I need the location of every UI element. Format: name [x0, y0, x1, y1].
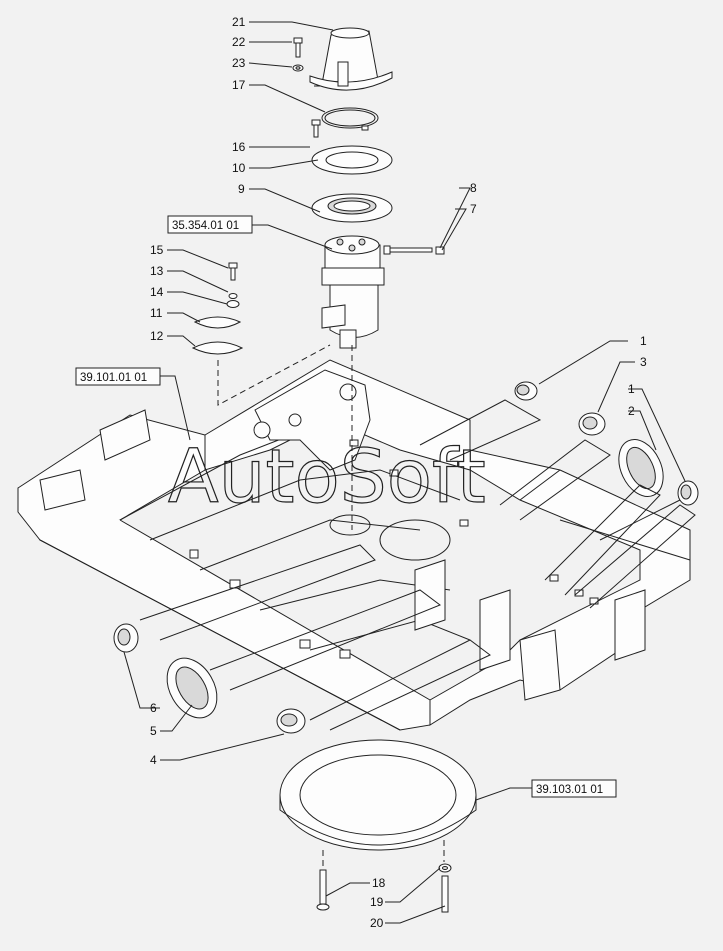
callout-17: 17 [232, 78, 246, 92]
callout-20: 20 [370, 916, 384, 930]
callout-8: 8 [470, 181, 477, 195]
callout-2: 2 [628, 404, 635, 418]
callout-16: 16 [232, 140, 246, 154]
ring-washer [438, 863, 452, 873]
grommet-right-mid [578, 412, 606, 436]
callout-4: 4 [150, 753, 157, 767]
snap-ring [321, 107, 379, 131]
ref-swivel-joint-label: 35.354.01 01 [172, 220, 239, 232]
callout-21: 21 [232, 15, 246, 29]
callout-12: 12 [150, 329, 164, 343]
callouts: 21 22 23 17 16 10 9 8 7 15 13 14 11 12 1… [150, 15, 647, 930]
callout-10: 10 [232, 161, 246, 175]
ref-box-slewing-ring[interactable]: 39.103.01 01 [531, 779, 617, 798]
swivel-cover [309, 27, 393, 91]
grommet-right-low [677, 480, 699, 506]
slewing-ring [279, 739, 477, 851]
callout-11: 11 [150, 306, 163, 320]
callout-18: 18 [372, 876, 386, 890]
cover-bolt [293, 37, 303, 58]
ring-bolt [316, 869, 330, 911]
callout-5: 5 [150, 724, 157, 738]
callout-23: 23 [232, 56, 246, 70]
ref-box-swivel-joint[interactable]: 35.354.01 01 [167, 215, 253, 234]
callout-15: 15 [150, 243, 164, 257]
oval-seal-right [618, 439, 664, 497]
grommet-left [113, 623, 139, 653]
callout-1-right: 1 [628, 382, 635, 396]
ref-upper-frame-label: 39.101.01 01 [80, 372, 147, 384]
swivel-joint [321, 235, 385, 349]
callout-6: 6 [150, 701, 157, 715]
callout-1-top: 1 [640, 334, 647, 348]
grommet-right-top [514, 381, 538, 401]
watermark: AutoSoft [168, 434, 486, 520]
callout-9: 9 [238, 182, 245, 196]
callout-13: 13 [150, 264, 164, 278]
callout-22: 22 [232, 35, 246, 49]
flange [311, 193, 393, 223]
ring-stud [441, 875, 449, 913]
callout-3: 3 [640, 355, 647, 369]
ref-box-upper-frame[interactable]: 39.101.01 01 [75, 367, 161, 386]
gasket [311, 145, 393, 175]
upper-frame [17, 359, 691, 731]
cover-plate-gasket [191, 341, 244, 355]
callout-7: 7 [470, 202, 477, 216]
grommet-bottom [276, 708, 306, 734]
callout-14: 14 [150, 285, 164, 299]
lock-bolt [383, 245, 445, 255]
flange-bolt [311, 119, 321, 138]
leader-lines [123, 21, 686, 924]
cover-plate-bolt [226, 262, 240, 308]
ref-slewing-ring-label: 39.103.01 01 [536, 784, 603, 796]
callout-19: 19 [370, 895, 384, 909]
oval-seal-left [166, 657, 218, 719]
cover-plate [193, 316, 242, 329]
cover-washer [292, 64, 304, 72]
